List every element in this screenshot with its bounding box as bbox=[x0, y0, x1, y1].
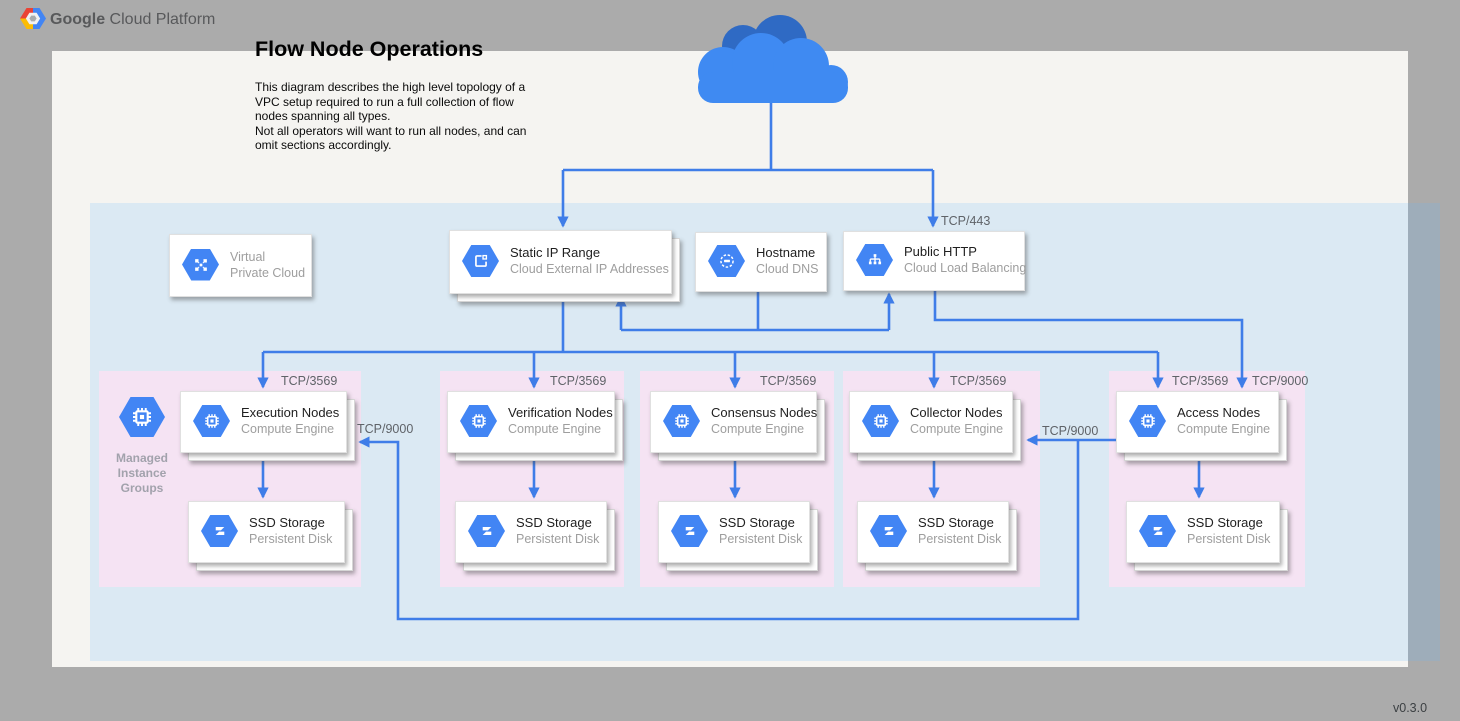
collector-nodes-card[interactable]: Collector Nodes Compute Engine bbox=[849, 391, 1021, 461]
public-http-subtitle: Cloud Load Balancing bbox=[904, 261, 1027, 275]
verification-ssd-subtitle: Persistent Disk bbox=[516, 532, 600, 546]
verification-nodes-title: Verification Nodes bbox=[508, 405, 613, 420]
collector-ssd-subtitle: Persistent Disk bbox=[918, 532, 1002, 546]
consensus-ssd-card[interactable]: SSD Storage Persistent Disk bbox=[658, 501, 818, 571]
hostname-subtitle: Cloud DNS bbox=[756, 262, 819, 276]
version-label: v0.3.0 bbox=[1393, 701, 1428, 715]
verification-nodes-card[interactable]: Verification Nodes Compute Engine bbox=[447, 391, 623, 461]
access-ssd-card[interactable]: SSD Storage Persistent Disk bbox=[1126, 501, 1288, 571]
consensus-ssd-title: SSD Storage bbox=[719, 515, 795, 530]
load-balancing-icon bbox=[856, 244, 893, 276]
compute-engine-icon bbox=[663, 405, 700, 437]
compute-engine-icon bbox=[862, 405, 899, 437]
static-ip-title: Static IP Range bbox=[510, 245, 601, 260]
brand-google: Google bbox=[50, 11, 106, 28]
execution-ssd-title: SSD Storage bbox=[249, 515, 325, 530]
verification-ssd-title: SSD Storage bbox=[516, 515, 592, 530]
collector-ssd-title: SSD Storage bbox=[918, 515, 994, 530]
compute-engine-icon bbox=[1129, 405, 1166, 437]
gcp-hexagon-logo bbox=[20, 7, 46, 35]
execution-ssd-subtitle: Persistent Disk bbox=[249, 532, 333, 546]
execution-nodes-subtitle: Compute Engine bbox=[241, 422, 335, 436]
cloud-icon bbox=[681, 14, 861, 119]
external-ip-icon bbox=[462, 245, 499, 277]
access-nodes-title: Access Nodes bbox=[1177, 405, 1261, 420]
access-nodes-subtitle: Compute Engine bbox=[1177, 422, 1271, 436]
consensus-nodes-card[interactable]: Consensus Nodes Compute Engine bbox=[650, 391, 825, 461]
port-label-tcp9000-collector: TCP/9000 bbox=[1042, 424, 1099, 438]
persistent-disk-icon bbox=[671, 515, 708, 547]
port-label-tcp443: TCP/443 bbox=[941, 214, 991, 228]
persistent-disk-icon bbox=[870, 515, 907, 547]
compute-engine-icon bbox=[460, 405, 497, 437]
execution-nodes-card[interactable]: Execution Nodes Compute Engine bbox=[180, 391, 355, 461]
port-label-tcp3569-access: TCP/3569 bbox=[1172, 374, 1229, 388]
brand-text: Google Cloud Platform bbox=[50, 11, 215, 29]
hostname-card[interactable]: Hostname Cloud DNS bbox=[695, 232, 827, 292]
vpc-line1: Virtual bbox=[230, 249, 266, 264]
cloud-dns-icon bbox=[708, 245, 745, 277]
execution-nodes-title: Execution Nodes bbox=[241, 405, 340, 420]
port-label-tcp9000-execution: TCP/9000 bbox=[357, 422, 414, 436]
managed-instance-groups-label: Managed Instance Groups bbox=[115, 451, 168, 495]
virtual-private-cloud-card[interactable]: Virtual Private Cloud bbox=[169, 234, 312, 297]
access-nodes-card[interactable]: Access Nodes Compute Engine bbox=[1116, 391, 1287, 461]
public-http-title: Public HTTP bbox=[904, 244, 977, 259]
collector-nodes-title: Collector Nodes bbox=[910, 405, 1003, 420]
page-title: Flow Node Operations bbox=[255, 37, 484, 61]
port-label-tcp3569-collector: TCP/3569 bbox=[950, 374, 1007, 388]
persistent-disk-icon bbox=[468, 515, 505, 547]
access-ssd-subtitle: Persistent Disk bbox=[1187, 532, 1271, 546]
port-label-tcp9000-access: TCP/9000 bbox=[1252, 374, 1309, 388]
page-description: This diagram describes the high level to… bbox=[255, 80, 527, 152]
collector-nodes-subtitle: Compute Engine bbox=[910, 422, 1004, 436]
vpc-line2: Private Cloud bbox=[230, 265, 306, 280]
public-http-card[interactable]: Public HTTP Cloud Load Balancing bbox=[843, 231, 1027, 291]
verification-nodes-subtitle: Compute Engine bbox=[508, 422, 602, 436]
brand-cloud-platform: Cloud Platform bbox=[105, 11, 216, 28]
hostname-title: Hostname bbox=[756, 245, 816, 260]
static-ip-subtitle: Cloud External IP Addresses bbox=[510, 262, 669, 276]
static-ip-range-card[interactable]: Static IP Range Cloud External IP Addres… bbox=[449, 230, 680, 302]
port-label-tcp3569-verification: TCP/3569 bbox=[550, 374, 607, 388]
port-label-tcp3569-execution: TCP/3569 bbox=[281, 374, 338, 388]
port-label-tcp3569-consensus: TCP/3569 bbox=[760, 374, 817, 388]
access-ssd-title: SSD Storage bbox=[1187, 515, 1263, 530]
execution-ssd-card[interactable]: SSD Storage Persistent Disk bbox=[188, 501, 353, 571]
consensus-nodes-subtitle: Compute Engine bbox=[711, 422, 805, 436]
persistent-disk-icon bbox=[1139, 515, 1176, 547]
consensus-ssd-subtitle: Persistent Disk bbox=[719, 532, 803, 546]
vpc-icon bbox=[182, 248, 219, 281]
compute-engine-icon bbox=[193, 405, 230, 437]
consensus-nodes-title: Consensus Nodes bbox=[711, 405, 818, 420]
verification-ssd-card[interactable]: SSD Storage Persistent Disk bbox=[455, 501, 615, 571]
collector-ssd-card[interactable]: SSD Storage Persistent Disk bbox=[857, 501, 1017, 571]
persistent-disk-icon bbox=[201, 515, 238, 547]
